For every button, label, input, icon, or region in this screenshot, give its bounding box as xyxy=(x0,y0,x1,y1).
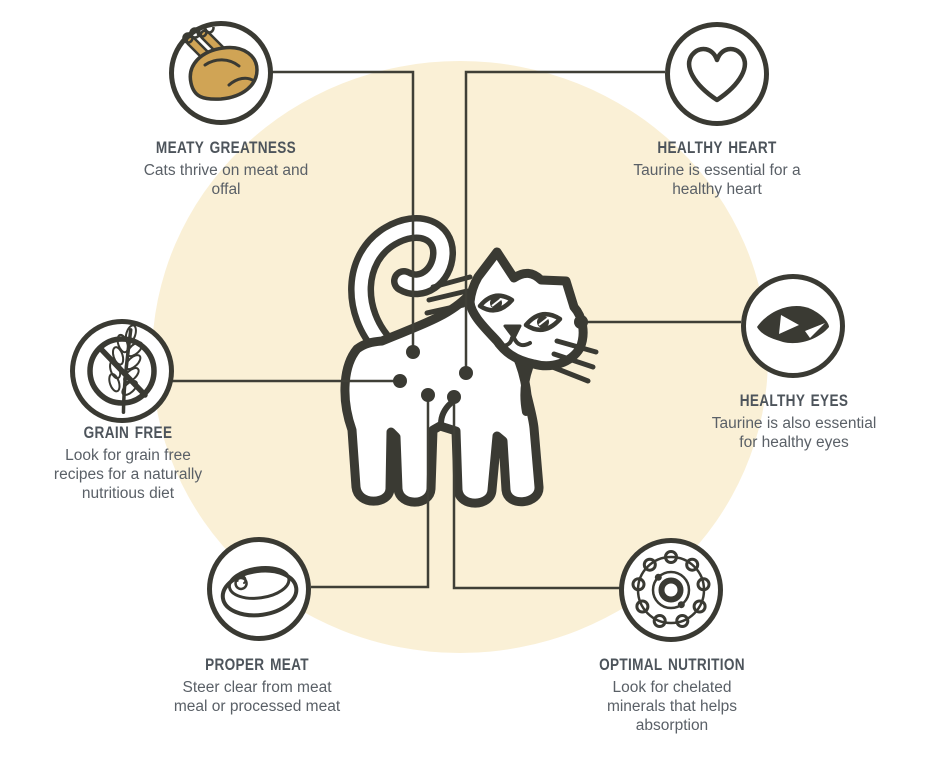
connector-healthy-heart xyxy=(464,70,665,372)
connector-proper-meat xyxy=(311,395,430,589)
card-healthy-heart: HEALTHY HEART Taurine is essential for a… xyxy=(612,138,822,199)
atom-icon xyxy=(619,538,723,642)
card-title: OPTIMAL NUTRITION xyxy=(599,655,745,674)
turkey-icon xyxy=(169,21,273,125)
cat-head xyxy=(465,247,588,371)
card-title: GRAIN FREE xyxy=(83,423,173,442)
connector-optimal-nutrition xyxy=(452,397,620,590)
steak-icon xyxy=(207,537,311,641)
card-title: PROPER MEAT xyxy=(205,655,309,674)
heart-icon xyxy=(665,22,769,126)
grain-free-icon xyxy=(70,319,174,423)
connector-meaty-greatness xyxy=(271,70,415,351)
cat-whiskers xyxy=(424,274,599,384)
cat-left-eye xyxy=(477,293,515,313)
cat-nose xyxy=(503,324,522,340)
eye-icon xyxy=(741,274,845,378)
connector-lines xyxy=(172,70,741,590)
card-title: HEALTHY EYES xyxy=(739,391,849,410)
card-title: HEALTHY HEART xyxy=(657,138,777,157)
card-title: MEATY GREATNESS xyxy=(155,138,297,157)
cat-right-eye xyxy=(523,311,563,333)
